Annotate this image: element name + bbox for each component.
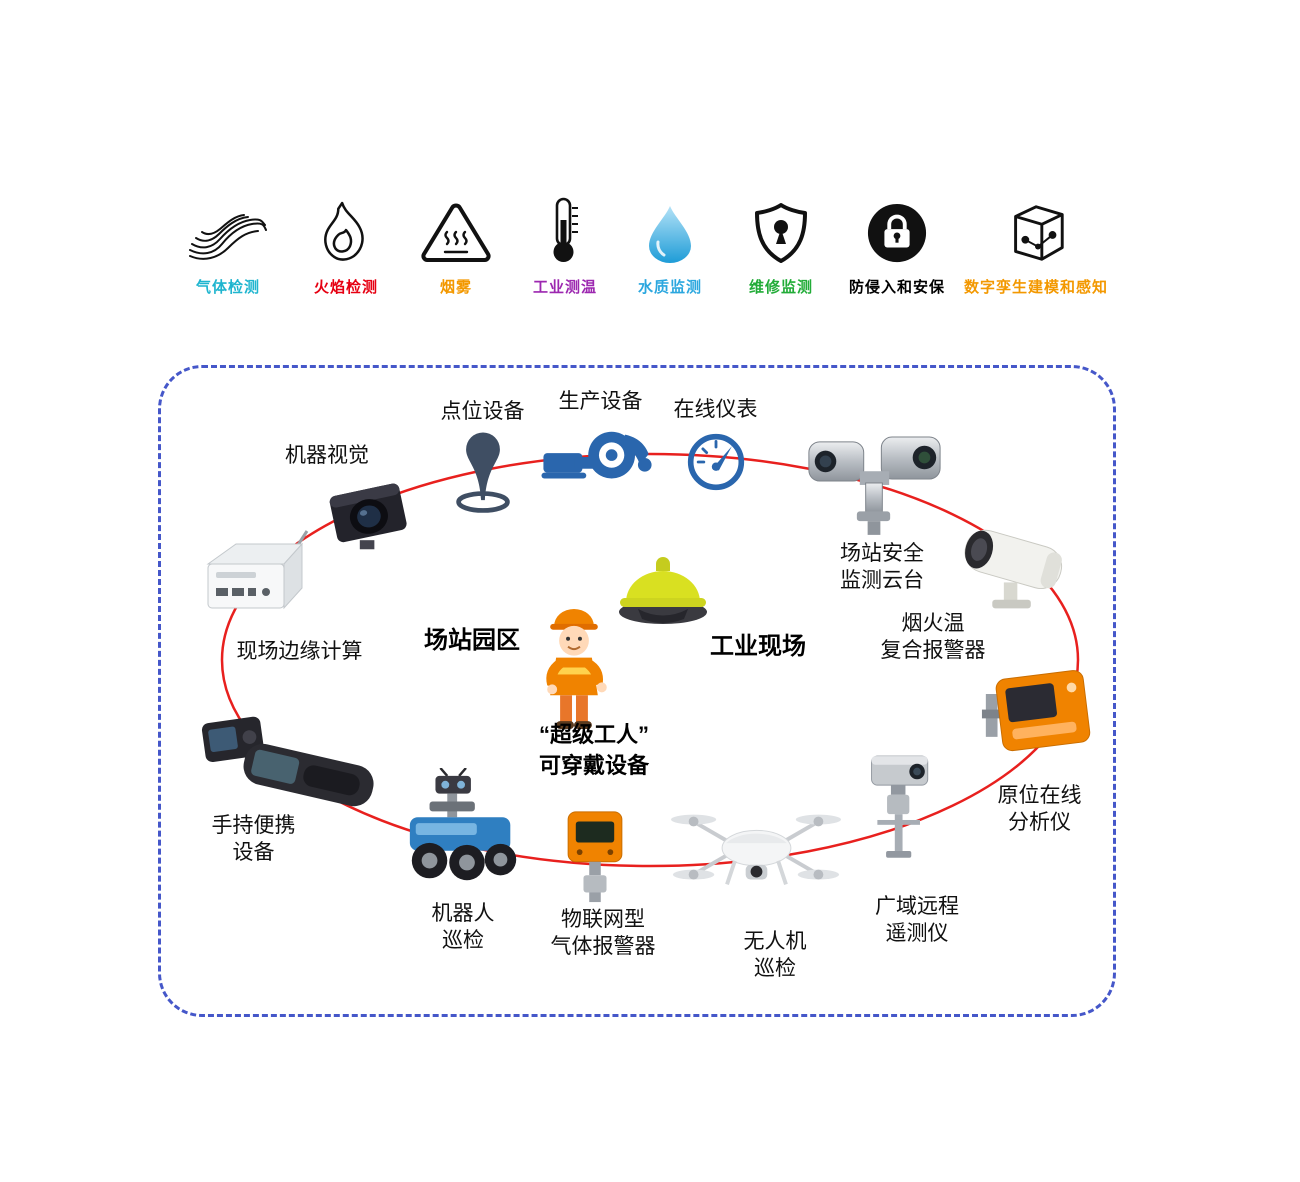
super-worker-image xyxy=(524,602,624,736)
insitu-analyzer-label: 原位在线 分析仪 xyxy=(997,784,1082,835)
legend-label-gas-detection: 气体检测 xyxy=(195,279,260,296)
edge-computing-label: 现场边缘计算 xyxy=(236,640,363,663)
legend-label-digital-twin: 数字孪生建模和感知 xyxy=(963,279,1108,296)
station-campus-title: 场站园区 xyxy=(424,627,520,654)
station-security-ptz-label: 场站安全 监测云台 xyxy=(840,542,924,593)
legend-label-maintenance: 维修监测 xyxy=(748,279,813,296)
red-connection-ellipse xyxy=(215,450,1085,870)
drone-inspection-image xyxy=(670,792,842,910)
legend-item-flame-detection: 火焰检测 xyxy=(271,190,421,297)
legend-item-maintenance: 维修监测 xyxy=(706,190,856,297)
iot-gas-alarm-label: 物联网型 气体报警器 xyxy=(550,908,656,959)
legend-label-anti-intrusion: 防侵入和安保 xyxy=(848,279,945,296)
edge-computing-image xyxy=(196,528,314,624)
legend-label-water-quality: 水质监测 xyxy=(637,279,702,296)
legend-item-smoke: 烟雾 xyxy=(381,190,531,297)
robot-inspection-label: 机器人 巡检 xyxy=(431,902,495,953)
machine-vision-image xyxy=(318,468,418,556)
production-equipment-label: 生产设备 xyxy=(558,390,643,413)
legend-item-digital-twin: 数字孪生建模和感知 xyxy=(945,190,1127,297)
wide-area-telemetry-image xyxy=(858,748,950,860)
point-device-label: 点位设备 xyxy=(440,400,525,423)
fire-smoke-temp-alarm-label: 烟火温 复合报警器 xyxy=(880,612,986,663)
gas-waves-icon xyxy=(188,190,268,264)
shield-keyhole-icon xyxy=(753,190,809,264)
thermometer-icon xyxy=(549,190,581,264)
point-device-image xyxy=(452,428,514,514)
legend-label-industrial-temp: 工业测温 xyxy=(532,279,597,296)
station-security-ptz-image xyxy=(803,428,945,536)
super-worker-caption: “超级工人” 可穿戴设备 xyxy=(538,722,649,778)
iot-gas-alarm-image xyxy=(560,808,630,904)
robot-inspection-image xyxy=(396,768,534,898)
online-instrument-label: 在线仪表 xyxy=(673,398,758,421)
production-equipment-image xyxy=(540,420,655,496)
insitu-analyzer-image xyxy=(980,666,1092,760)
lock-icon xyxy=(866,190,928,264)
drone-inspection-label: 无人机 巡检 xyxy=(743,930,807,981)
handheld-device-label: 手持便携 设备 xyxy=(211,814,296,865)
flame-icon xyxy=(318,190,374,264)
legend-item-industrial-temp: 工业测温 xyxy=(490,190,640,297)
smoke-warning-triangle-icon xyxy=(419,190,493,264)
fire-smoke-temp-alarm-image xyxy=(948,518,1078,616)
legend-item-gas-detection: 气体检测 xyxy=(153,190,303,297)
machine-vision-label: 机器视觉 xyxy=(285,444,369,467)
water-drop-icon xyxy=(647,190,693,264)
legend-label-flame-detection: 火焰检测 xyxy=(313,279,378,296)
digital-twin-cube-icon xyxy=(1002,190,1070,264)
industrial-site-title: 工业现场 xyxy=(710,633,806,660)
legend-item-water-quality: 水质监测 xyxy=(595,190,745,297)
handheld-device-image xyxy=(192,706,392,814)
dashed-boundary-frame xyxy=(158,365,1116,1017)
wide-area-telemetry-label: 广域远程 遥测仪 xyxy=(875,895,959,946)
smart-helmet-image xyxy=(608,548,713,628)
legend-item-anti-intrusion: 防侵入和安保 xyxy=(832,190,962,297)
legend-label-smoke: 烟雾 xyxy=(439,279,472,296)
online-instrument-image xyxy=(686,432,746,492)
